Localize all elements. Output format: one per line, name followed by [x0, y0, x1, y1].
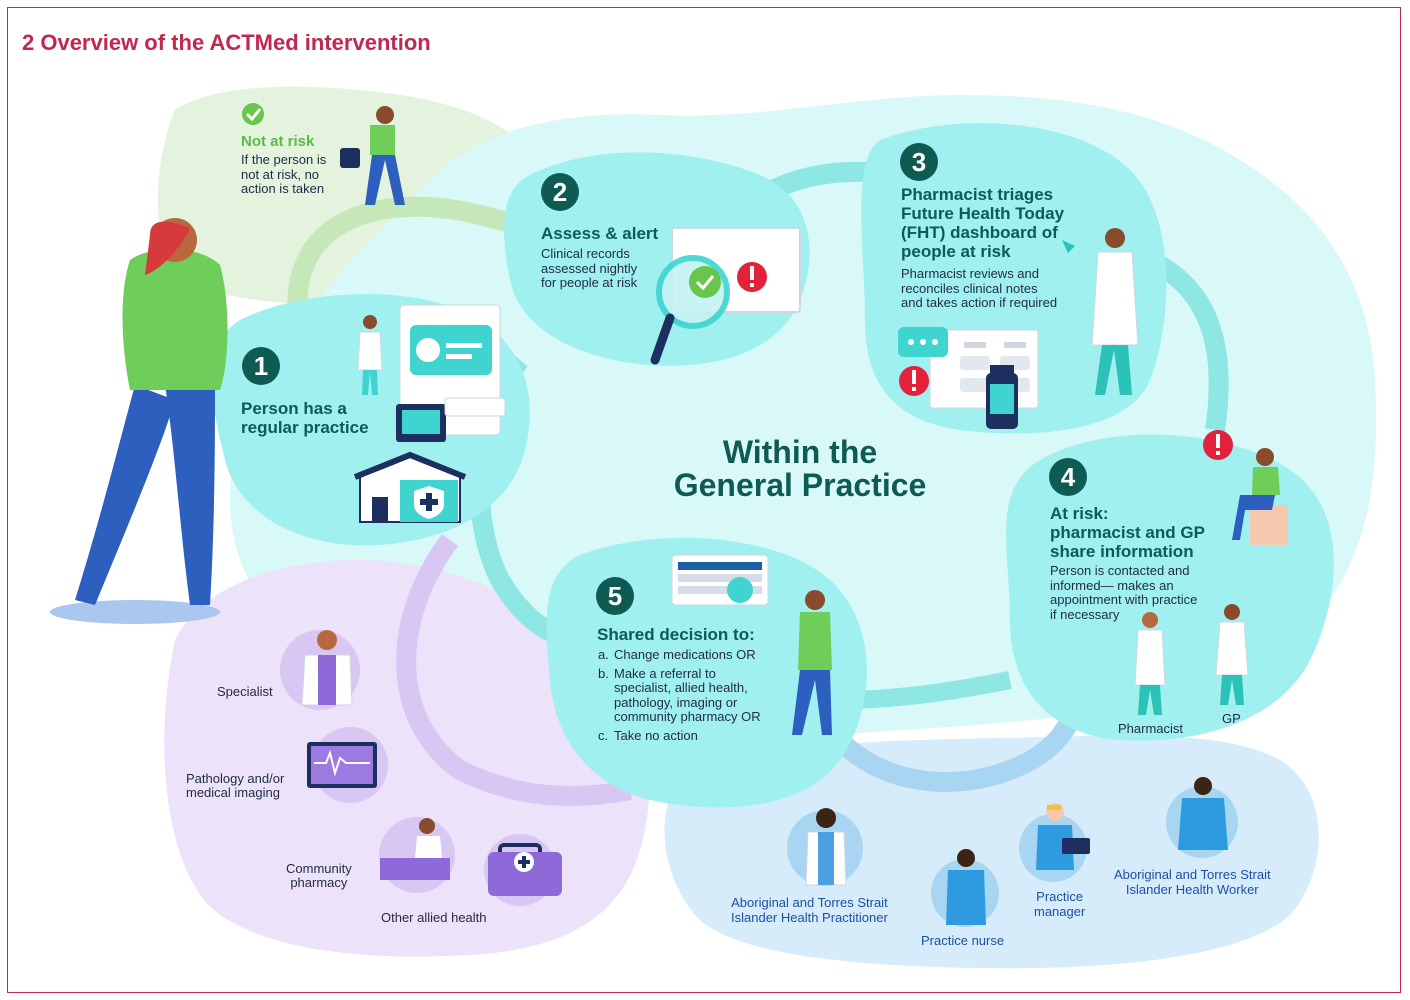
computer-folder-icon — [396, 397, 506, 442]
specialist-label: Specialist — [217, 684, 273, 699]
not-at-risk-heading: Not at risk — [241, 133, 315, 150]
decision-person-figure — [792, 590, 832, 735]
step5-options: a. Change medications OR b. Make a refer… — [598, 647, 788, 743]
practice-manager-figure — [1019, 803, 1090, 882]
step3-heading: Pharmacist triages Future Health Today (… — [901, 185, 1065, 261]
practice-nurse-label: Practice nurse — [921, 933, 1005, 948]
pointer-arrow-icon — [1062, 240, 1075, 253]
calendar-icon — [671, 554, 769, 606]
specialist-figure — [280, 630, 360, 710]
step4-alert-icon — [1203, 430, 1233, 460]
figure-frame — [7, 7, 1401, 993]
ecg-monitor-icon — [307, 727, 388, 803]
step5-number: 5 — [596, 577, 634, 615]
flow-path-blue — [822, 702, 1085, 792]
pharmacist-label: Pharmacist — [1118, 721, 1184, 736]
community-pharmacy-figure — [379, 817, 455, 893]
pharmacist-figure-step4 — [1134, 612, 1166, 715]
step4-text: Person is contacted and informed— makes … — [1050, 563, 1198, 622]
medical-bag-icon — [484, 834, 562, 906]
practice-nurse-figure — [931, 849, 999, 927]
pathology-label: Pathology and/or medical imaging — [186, 771, 285, 800]
step3-text: Pharmacist reviews and reconciles clinic… — [901, 266, 1058, 310]
step4-number: 4 — [1049, 458, 1087, 496]
step5-option-c: c. Take no action — [598, 727, 698, 743]
step2-number: 2 — [541, 173, 579, 211]
person-walking-figure — [50, 218, 228, 624]
not-at-risk-check-icon — [242, 103, 264, 125]
step1-heading: Person has a regular practice — [241, 399, 369, 437]
atsi-worker-label: Aboriginal and Torres Strait Islander He… — [1114, 867, 1271, 897]
step2-heading: Assess & alert — [541, 224, 659, 243]
step5-heading: Shared decision to: — [597, 625, 755, 644]
step4-heading: At risk: pharmacist and GP share informa… — [1050, 504, 1205, 561]
step2-text: Clinical records assessed nightly for pe… — [541, 246, 638, 290]
doctor-figure-step1 — [357, 315, 383, 395]
community-pharmacy-label: Community pharmacy — [286, 861, 352, 890]
step3-number: 3 — [900, 143, 938, 181]
patient-record-card-icon — [399, 304, 501, 436]
magnifying-glass-icon — [650, 255, 730, 365]
step5-option-b: b. Make a referral to specialist, allied… — [598, 665, 761, 724]
chat-bubble-icon — [898, 327, 948, 357]
allied-health-label: Other allied health — [381, 910, 487, 925]
not-at-risk-person-figure — [340, 106, 405, 205]
atsi-practitioner-label: Aboriginal and Torres Strait Islander He… — [731, 895, 888, 925]
atsi-practitioner-figure — [787, 808, 863, 886]
step3-alert-icon — [899, 366, 929, 396]
figure-title: 2 Overview of the ACTMed intervention — [22, 30, 431, 55]
gp-figure-step4 — [1215, 604, 1249, 705]
step1-number: 1 — [242, 347, 280, 385]
flow-path-lilac — [396, 534, 632, 806]
practice-team-region — [664, 735, 1319, 969]
step5-option-a: a. Change medications OR — [598, 647, 756, 662]
not-at-risk-block: Not at risk If the person is not at risk… — [241, 133, 326, 197]
gp-label: GP — [1222, 711, 1241, 726]
medicine-bottle-icon — [986, 365, 1018, 429]
not-at-risk-text: If the person is not at risk, no action … — [241, 152, 327, 196]
practice-building-icon — [353, 451, 467, 523]
practice-manager-label: Practice manager — [1034, 889, 1086, 919]
seated-person-figure — [1232, 448, 1288, 545]
atsi-worker-figure — [1166, 777, 1238, 858]
center-title: Within the General Practice — [673, 434, 927, 503]
pharmacist-figure-step3 — [1091, 228, 1139, 395]
